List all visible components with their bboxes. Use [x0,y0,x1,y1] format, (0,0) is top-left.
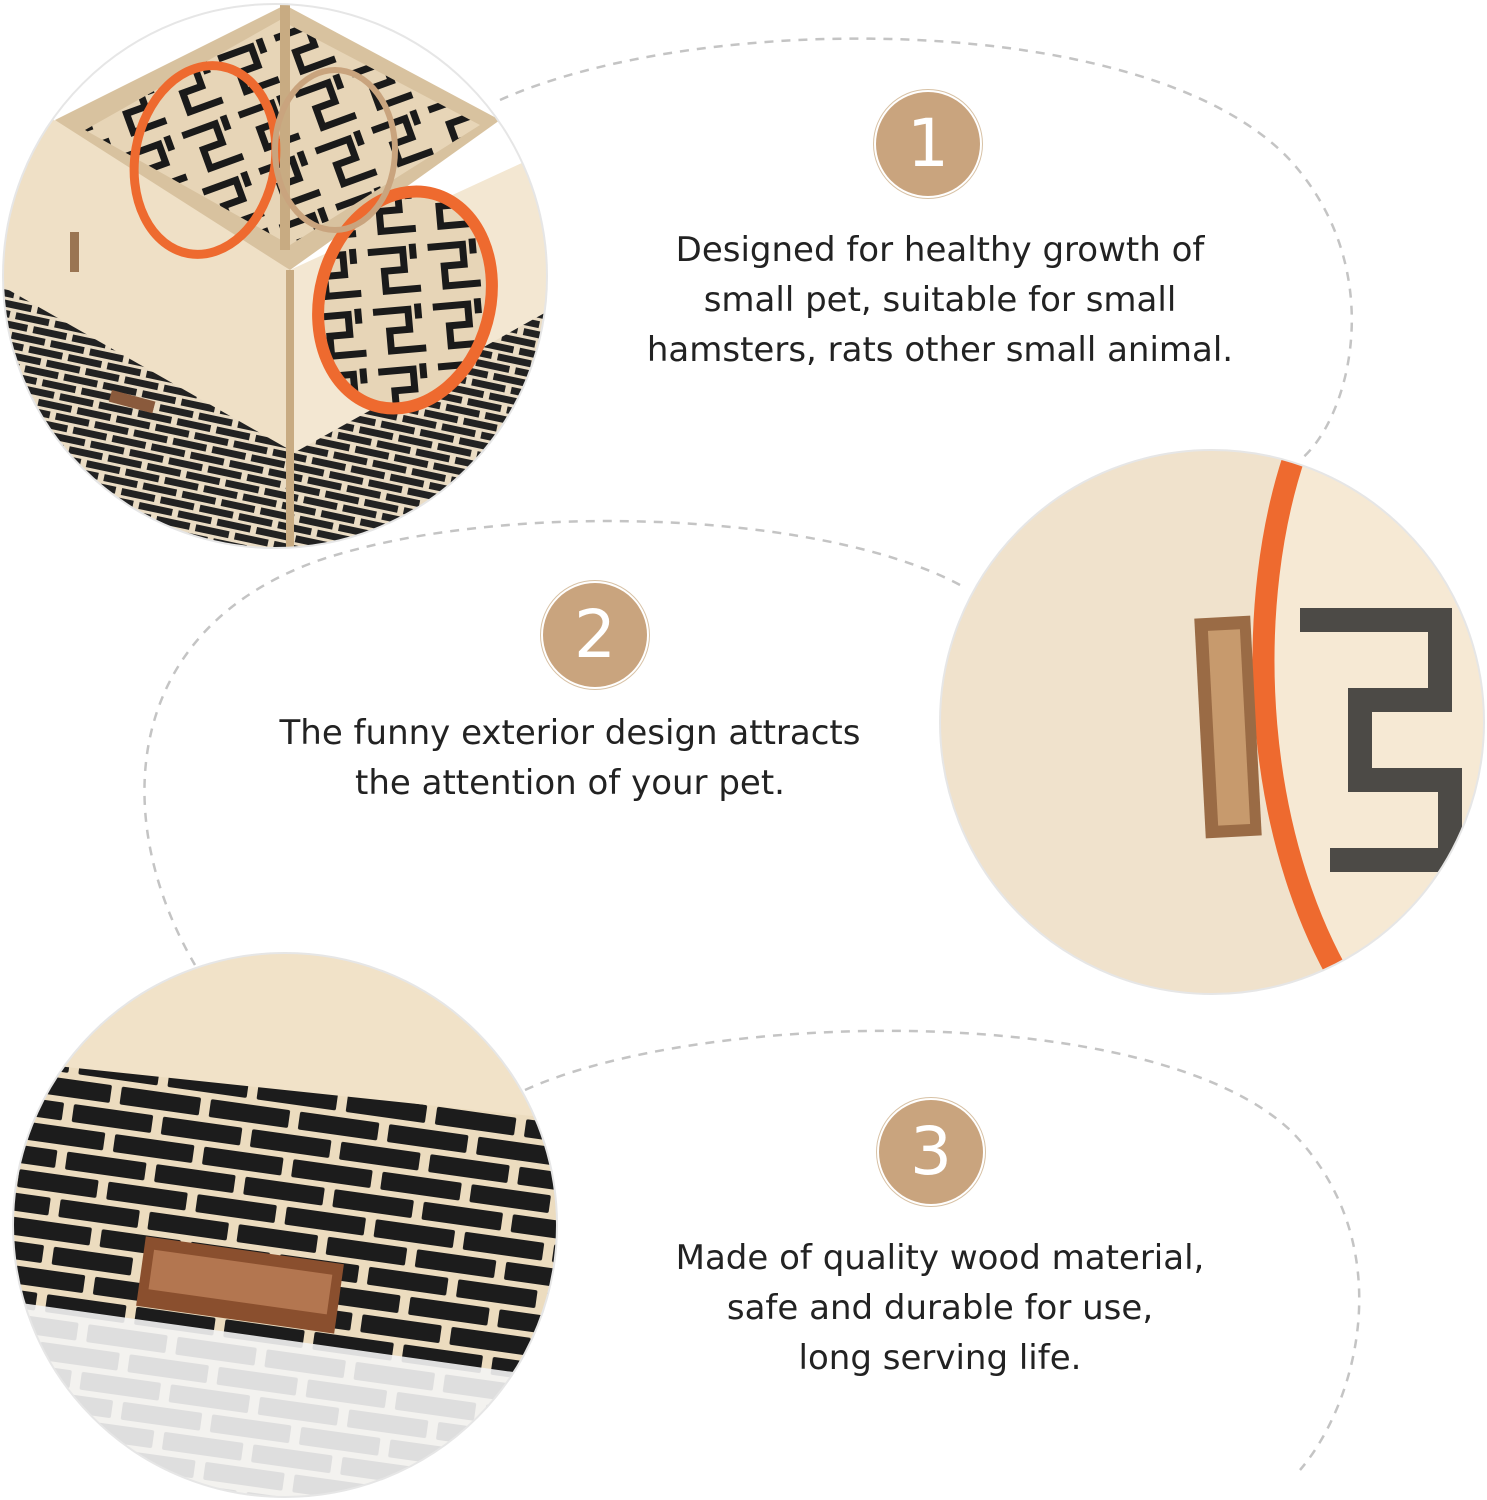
feature-text-3: Made of quality wood material, safe and … [675,1238,1205,1378]
wood-slot-closeup-photo [940,450,1484,994]
feature-badge-2: 2 [543,583,647,687]
brick-pattern-closeup-photo [13,953,557,1497]
feature-badge-3: 3 [879,1100,983,1204]
feature-text-1: Designed for healthy growth of small pet… [646,230,1234,370]
wooden-maze-box-photo [3,4,547,548]
feature-text-2: The funny exterior design attracts the a… [279,713,861,803]
feature-badge-1: 1 [876,92,980,196]
dashed-connector-lines [143,37,1361,1471]
